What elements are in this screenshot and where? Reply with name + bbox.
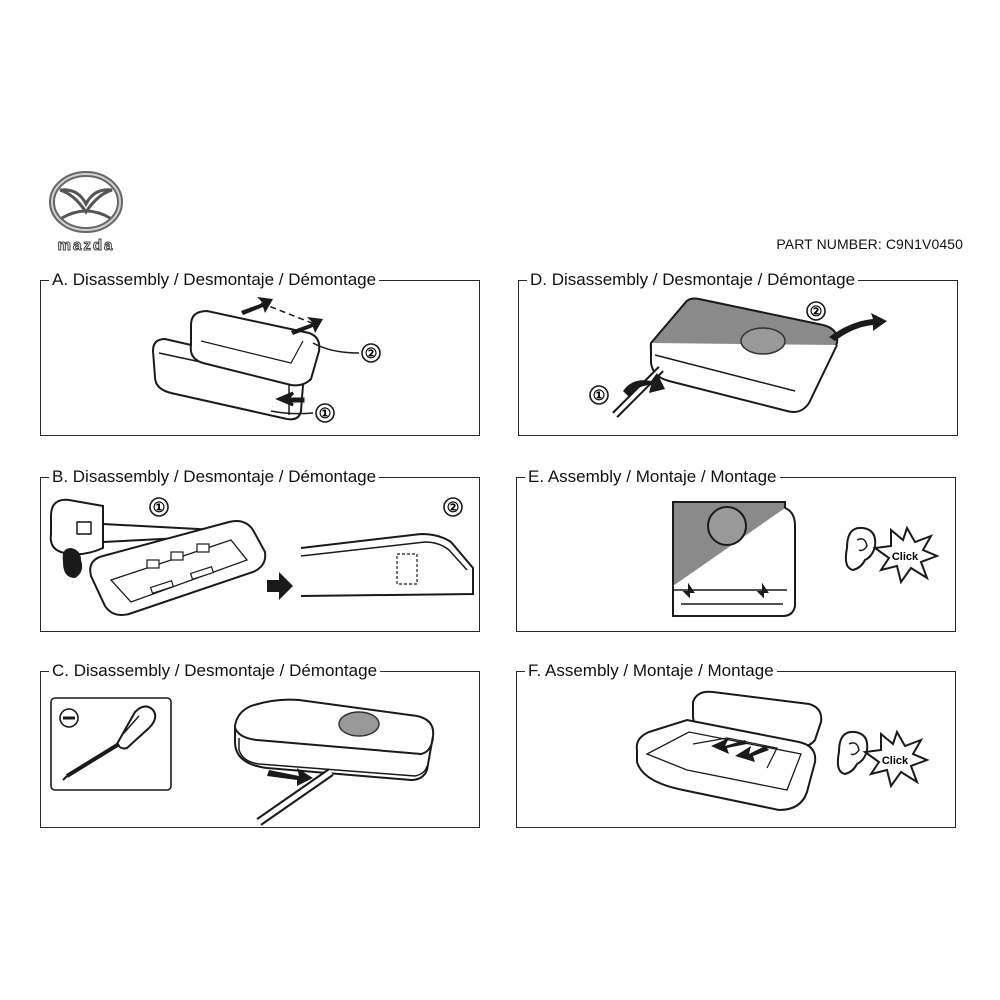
panel-f-title: F. Assembly / Montaje / Montage <box>525 660 777 682</box>
panel-d-illustration: ② ① <box>589 297 887 418</box>
panel-a-illustration: ② ① <box>151 297 381 423</box>
click-label: Click <box>882 755 909 767</box>
panel-c-title: C. Disassembly / Desmontaje / Démontage <box>49 660 381 682</box>
panel-e-illustration: Click <box>672 501 940 617</box>
arrow-icon <box>275 391 305 407</box>
hand-icon <box>62 548 83 578</box>
arrow-icon <box>623 373 665 397</box>
arrow-icon <box>291 317 323 335</box>
click-burst-icon: Click <box>872 525 940 585</box>
panel-e-title: E. Assembly / Montaje / Montage <box>525 466 780 488</box>
panel-c: C. Disassembly / Desmontaje / Démontage <box>40 660 480 828</box>
panel-b-title: B. Disassembly / Desmontaje / Démontage <box>49 466 380 488</box>
panel-a-title: A. Disassembly / Desmontaje / Démontage <box>49 269 380 291</box>
marker-1: ① <box>319 405 332 421</box>
marker-1: ① <box>593 387 606 403</box>
arrow-icon <box>241 297 273 315</box>
mazda-logo: mazda <box>38 168 134 254</box>
click-burst-icon: Click <box>862 729 930 789</box>
arrow-icon <box>829 313 887 341</box>
arrow-icon <box>735 746 769 762</box>
part-number: PART NUMBER: C9N1V0450 <box>776 236 963 252</box>
brand-wordmark: mazda <box>58 237 115 254</box>
panel-f-illustration: Click <box>635 690 930 812</box>
panel-b-illustration: ① ② <box>49 497 474 616</box>
marker-2: ② <box>365 345 378 361</box>
arrow-icon <box>267 572 293 600</box>
ear-icon <box>844 526 877 572</box>
panel-a: A. Disassembly / Desmontaje / Démontage … <box>40 269 480 436</box>
panel-c-illustration <box>50 697 435 826</box>
panel-e: E. Assembly / Montaje / Montage Click <box>516 466 956 632</box>
panel-b: B. Disassembly / Desmontaje / Démontage … <box>40 466 480 632</box>
screwdriver-icon <box>62 705 157 781</box>
marker-2: ② <box>447 499 460 515</box>
panel-d-title: D. Disassembly / Desmontaje / Démontage <box>527 269 859 291</box>
arrow-icon <box>267 768 313 786</box>
panel-d: D. Disassembly / Desmontaje / Démontage … <box>518 269 958 436</box>
click-label: Click <box>892 551 919 563</box>
marker-1: ① <box>153 499 166 515</box>
arrow-icon <box>711 738 747 754</box>
marker-2: ② <box>810 303 823 319</box>
panel-f: F. Assembly / Montaje / Montage Click <box>516 660 956 828</box>
ear-icon <box>836 730 869 776</box>
